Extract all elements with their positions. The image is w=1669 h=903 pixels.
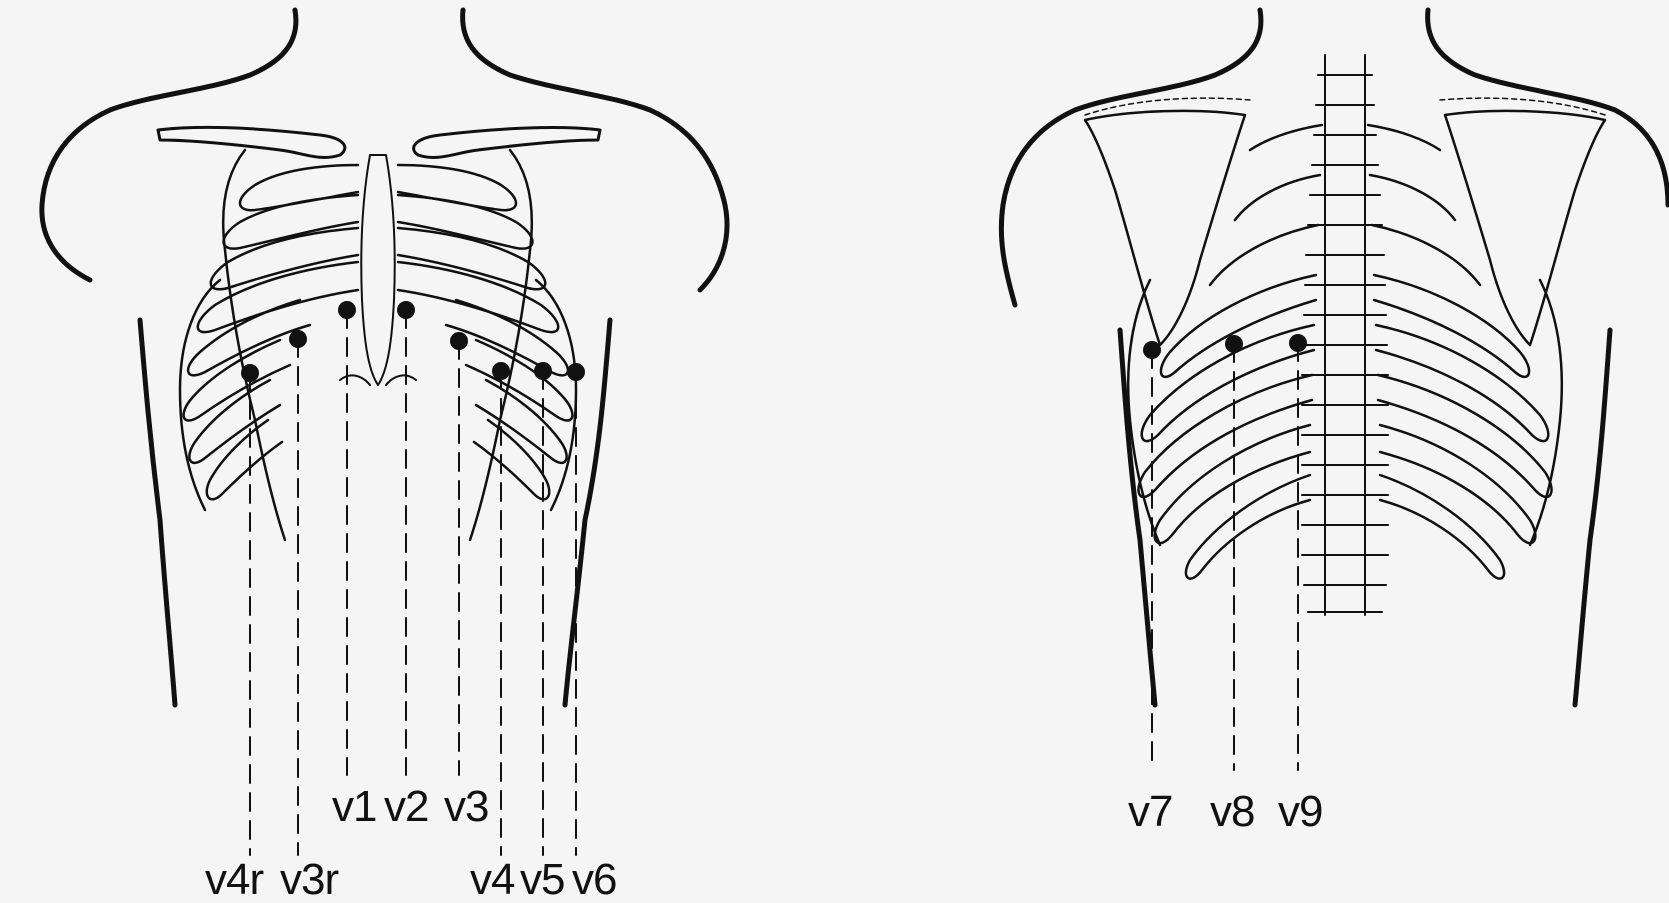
electrode-dot-v5 — [534, 362, 552, 380]
electrode-dot-v2 — [397, 301, 415, 319]
electrode-v5 — [534, 362, 552, 855]
front-electrodes — [241, 301, 585, 855]
front-torso-view — [42, 10, 727, 855]
label-v9: v9 — [1278, 790, 1322, 834]
label-v1: v1 — [332, 785, 376, 829]
electrode-v1 — [338, 301, 356, 775]
left-clavicle — [158, 128, 345, 158]
electrode-dot-v7 — [1143, 341, 1161, 359]
electrode-dot-v9 — [1289, 334, 1307, 352]
right-scapula — [1445, 111, 1605, 345]
electrode-dot-v1 — [338, 301, 356, 319]
label-v3r: v3r — [280, 858, 338, 902]
back-electrodes — [1143, 334, 1307, 770]
electrode-dot-v8 — [1225, 335, 1243, 353]
left-scapula — [1085, 111, 1245, 345]
back-rib-cage — [1128, 125, 1562, 579]
electrode-v3r — [289, 330, 307, 855]
label-v4: v4 — [470, 858, 514, 902]
electrode-dot-v4 — [492, 362, 510, 380]
electrode-dot-v4r — [241, 364, 259, 382]
right-clavicle — [414, 128, 600, 158]
label-v4r: v4r — [205, 858, 263, 902]
label-v7: v7 — [1128, 790, 1172, 834]
vertebral-column — [1302, 55, 1388, 615]
sternum — [361, 155, 394, 385]
front-rib-cage — [180, 150, 576, 540]
label-v2: v2 — [384, 785, 428, 829]
electrode-v2 — [397, 301, 415, 775]
label-v5: v5 — [520, 858, 564, 902]
label-v6: v6 — [572, 858, 616, 902]
front-torso-outline-right — [463, 10, 727, 705]
electrode-v3 — [450, 332, 468, 775]
electrode-v9 — [1289, 334, 1307, 770]
electrode-dot-v3 — [450, 332, 468, 350]
front-torso-outline — [42, 10, 296, 705]
label-v8: v8 — [1210, 790, 1254, 834]
label-v3: v3 — [444, 785, 488, 829]
electrode-dot-v3r — [289, 330, 307, 348]
electrode-dot-v6 — [567, 363, 585, 381]
electrode-v6 — [567, 363, 585, 855]
back-torso-view — [1001, 10, 1668, 770]
